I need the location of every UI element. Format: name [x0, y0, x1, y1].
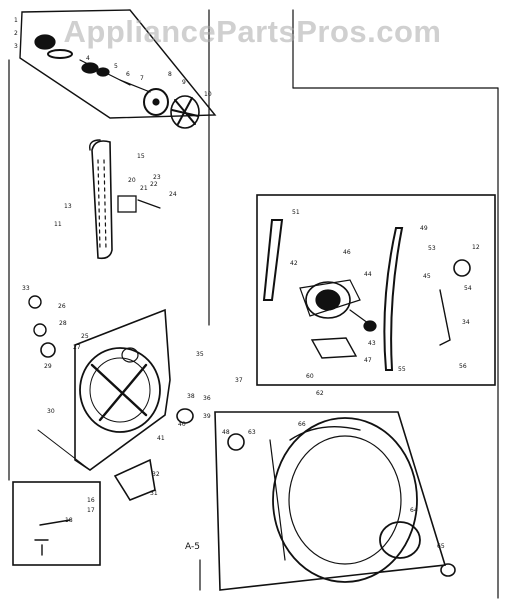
- part-label: 8: [168, 71, 172, 78]
- part-label: 18: [65, 517, 73, 524]
- part-label: 34: [462, 319, 470, 326]
- part-label: 27: [73, 344, 81, 351]
- part-label: 48: [222, 429, 230, 436]
- part-label: 43: [368, 340, 376, 347]
- part-label: 64: [410, 507, 418, 514]
- part-label: 49: [420, 225, 428, 232]
- part-label: 29: [44, 363, 52, 370]
- part-label: 21: [140, 185, 148, 192]
- part-label: 41: [157, 435, 165, 442]
- part-label: 45: [423, 273, 431, 280]
- part-label: 13: [64, 203, 72, 210]
- part-label: 37: [235, 377, 243, 384]
- rear-bulkhead-group: [37, 308, 171, 471]
- part-label: 24: [169, 191, 177, 198]
- part-label: 7: [140, 75, 144, 82]
- part-label: 47: [364, 357, 372, 364]
- blower-assembly-group: [19, 9, 217, 129]
- part-label: 33: [22, 285, 30, 292]
- part-label: 60: [306, 373, 314, 380]
- part-label: 31: [150, 490, 158, 497]
- part-label: 6: [126, 71, 130, 78]
- part-label: 53: [428, 245, 436, 252]
- part-label: 44: [364, 271, 372, 278]
- part-label: 63: [248, 429, 256, 436]
- page-frame-lines: [8, 9, 499, 599]
- part-label: 22: [150, 181, 158, 188]
- part-label: 51: [292, 209, 300, 216]
- part-label: 62: [316, 390, 324, 397]
- part-label: 25: [81, 333, 89, 340]
- drum-group: [214, 411, 456, 591]
- part-label: 35: [196, 351, 204, 358]
- part-label: 30: [47, 408, 55, 415]
- part-label: 15: [137, 153, 145, 160]
- small-parts-left: [28, 295, 194, 501]
- vent-duct-group: [89, 139, 161, 260]
- page-label: A-5: [185, 542, 200, 552]
- part-label: 65: [437, 543, 445, 550]
- part-label: 36: [203, 395, 211, 402]
- part-label: 26: [58, 303, 66, 310]
- part-label: 16: [87, 497, 95, 504]
- part-label: 9: [182, 79, 186, 86]
- part-label: 46: [343, 249, 351, 256]
- part-label: 2: [14, 30, 18, 37]
- part-label: 39: [203, 413, 211, 420]
- part-label: 20: [128, 177, 136, 184]
- motor-assembly-group: [256, 194, 496, 386]
- part-label: 32: [152, 471, 160, 478]
- part-label: 28: [59, 320, 67, 327]
- part-label: 55: [398, 366, 406, 373]
- part-label: 11: [54, 221, 62, 228]
- part-label: 10: [204, 91, 212, 98]
- part-label: 40: [178, 421, 186, 428]
- part-label: 66: [298, 421, 306, 428]
- inset-box: [12, 481, 101, 566]
- part-label: 5: [114, 63, 118, 70]
- part-label: 54: [464, 285, 472, 292]
- part-label: 1: [14, 17, 18, 24]
- part-label: 23: [153, 174, 161, 181]
- part-label: 38: [187, 393, 195, 400]
- part-labels: 1 2 3 4 5 6 7 8 9 10 11 12 13 15 16 17 1…: [14, 17, 480, 550]
- part-label: 3: [14, 43, 18, 50]
- part-label: 17: [87, 507, 95, 514]
- part-label: 42: [290, 260, 298, 267]
- part-label: 56: [459, 363, 467, 370]
- part-label: 12: [472, 244, 480, 251]
- part-label: 4: [86, 55, 90, 62]
